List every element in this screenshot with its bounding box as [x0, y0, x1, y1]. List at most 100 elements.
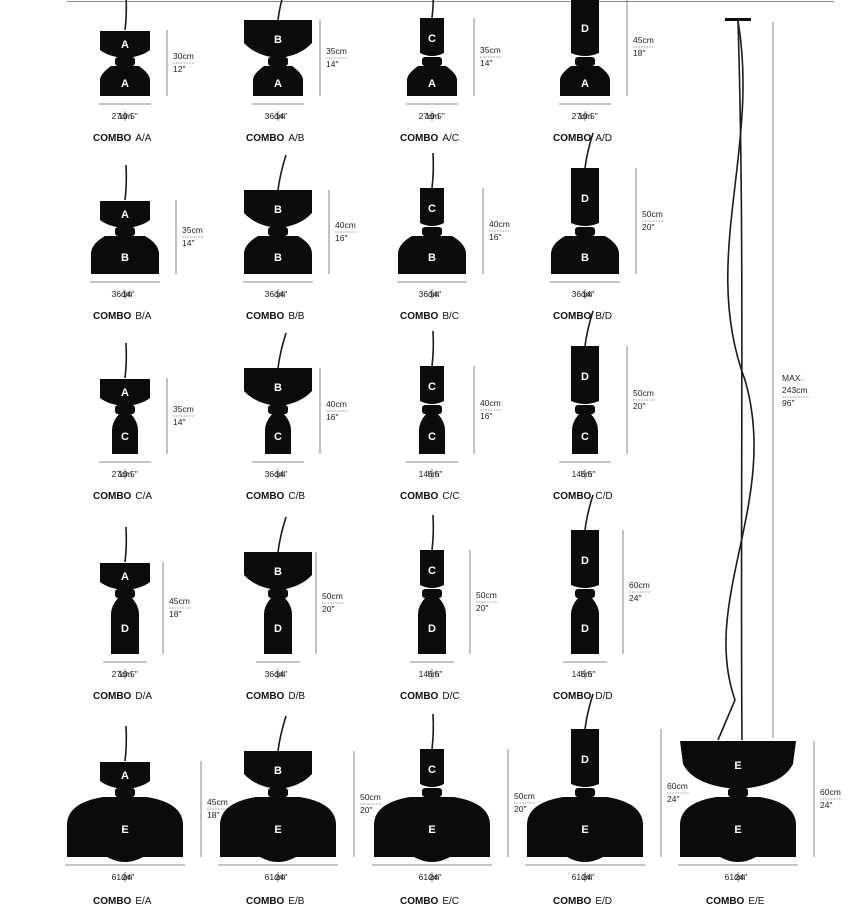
height-cm: 30cm: [173, 51, 194, 61]
height-cm: 45cm: [207, 797, 228, 807]
combo-label-word: COMBO: [93, 311, 132, 322]
shade-e-bottom: [220, 797, 336, 857]
shade-letter-bottom: D: [121, 623, 129, 635]
joint: [268, 57, 288, 66]
shade-letter-bottom: E: [274, 824, 281, 836]
width-cm: 36cm: [112, 289, 133, 299]
width-cm: 36cm: [419, 289, 440, 299]
cord: [124, 526, 128, 563]
shade-b-bottom: [91, 236, 159, 274]
shade-letter-bottom: C: [274, 431, 282, 443]
combo-label-code: E/E: [748, 896, 764, 907]
cord: [124, 725, 128, 762]
combo-label-code: A/C: [442, 133, 459, 144]
shade-e-bottom: [680, 797, 796, 857]
combo-label-word: COMBO: [553, 691, 592, 702]
joint: [575, 57, 595, 66]
height-in: 20": [476, 603, 488, 613]
shade-letter-top: C: [428, 203, 436, 215]
cord: [431, 0, 435, 19]
height-in: 18": [207, 810, 219, 820]
joint: [422, 589, 442, 598]
joint: [268, 788, 288, 797]
shade-d-top: [571, 346, 599, 404]
shade-d-top: [571, 168, 599, 226]
shade-e-bulb: [720, 857, 756, 862]
joint: [115, 57, 135, 66]
shade-d-bottom: [418, 598, 446, 654]
cord: [124, 0, 128, 31]
shade-a-top: [100, 762, 150, 789]
joint: [422, 405, 442, 414]
shade-a-top: [100, 201, 150, 228]
width-in: 24": [122, 872, 134, 882]
width-in: 10.5": [118, 469, 138, 479]
combo-label-word: COMBO: [93, 896, 132, 907]
combo-label-code: D/A: [135, 691, 152, 702]
shade-letter-top: B: [274, 204, 282, 216]
shade-letter-bottom: A: [274, 78, 282, 90]
combo-label-word: COMBO: [706, 896, 745, 907]
joint: [268, 405, 288, 414]
width-in: 10.5": [425, 111, 445, 121]
cord: [431, 330, 435, 367]
shade-a-top: [100, 563, 150, 590]
width-cm: 14cm: [419, 469, 440, 479]
max-in: 96": [782, 398, 794, 408]
shade-a-top: [100, 31, 150, 58]
shade-a-bottom: [407, 66, 457, 96]
width-in: 24": [582, 872, 594, 882]
height-in: 20": [322, 604, 334, 614]
joint: [422, 227, 442, 236]
shade-d-top: [571, 530, 599, 588]
height-cm: 50cm: [514, 791, 535, 801]
width-cm: 61cm: [572, 872, 593, 882]
width-in: 5.5": [428, 669, 443, 679]
shade-letter-top: A: [121, 387, 129, 399]
width-in: 14": [429, 289, 441, 299]
width-in: 14": [275, 111, 287, 121]
height-cm: 50cm: [642, 209, 663, 219]
combo-label-word: COMBO: [93, 691, 132, 702]
long-cord: [717, 20, 755, 741]
combo-label-code: C/D: [595, 491, 612, 502]
combo-label-word: COMBO: [553, 491, 592, 502]
cord: [584, 310, 594, 347]
cord: [584, 693, 594, 730]
combo-label-word: COMBO: [553, 896, 592, 907]
shade-a-top: [100, 379, 150, 406]
cord: [277, 0, 283, 21]
height-cm: 60cm: [629, 580, 650, 590]
shade-d-bottom: [111, 598, 139, 654]
width-cm: 14cm: [572, 669, 593, 679]
shade-letter-bottom: A: [428, 78, 436, 90]
shade-letter-top: C: [428, 565, 436, 577]
joint: [575, 589, 595, 598]
shade-c-top: [420, 366, 444, 404]
shade-d-top: [571, 0, 599, 56]
joint: [268, 227, 288, 236]
combo-label-code: A/D: [595, 133, 612, 144]
width-cm: 14cm: [419, 669, 440, 679]
shade-e-bottom: [374, 797, 490, 857]
combo-label-word: COMBO: [246, 896, 285, 907]
height-cm: 60cm: [820, 787, 841, 797]
shade-b-top: [244, 368, 312, 406]
shade-b-bottom: [398, 236, 466, 274]
shade-letter-top: B: [274, 566, 282, 578]
shade-c-bottom: [419, 414, 445, 454]
cord: [277, 516, 287, 553]
combo-label-word: COMBO: [93, 491, 132, 502]
cord: [584, 494, 594, 531]
